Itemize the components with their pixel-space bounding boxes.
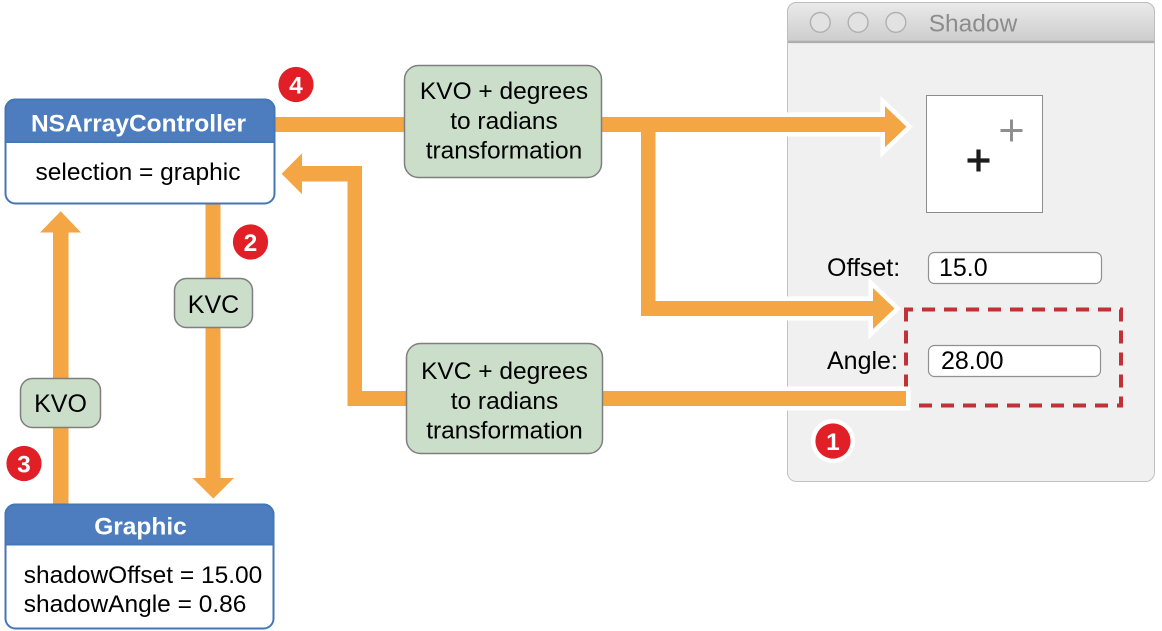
- svg-text:KVC: KVC: [188, 291, 239, 319]
- svg-text:15.0: 15.0: [939, 254, 988, 282]
- svg-text:to radians: to radians: [451, 388, 559, 415]
- svg-text:transformation: transformation: [426, 418, 583, 445]
- svg-text:selection = graphic: selection = graphic: [36, 159, 241, 186]
- svg-text:to radians: to radians: [450, 108, 558, 135]
- svg-text:Angle:: Angle:: [827, 347, 898, 375]
- svg-text:transformation: transformation: [426, 138, 583, 165]
- svg-text:3: 3: [17, 451, 31, 478]
- svg-text:2: 2: [244, 230, 258, 257]
- svg-text:NSArrayController: NSArrayController: [31, 110, 247, 137]
- svg-text:Offset:: Offset:: [827, 254, 900, 282]
- svg-text:shadowAngle = 0.86: shadowAngle = 0.86: [24, 591, 247, 618]
- svg-text:28.00: 28.00: [941, 347, 1004, 375]
- svg-text:4: 4: [289, 72, 303, 99]
- svg-text:KVO + degrees: KVO + degrees: [420, 78, 588, 105]
- svg-text:KVO: KVO: [34, 390, 87, 418]
- svg-text:1: 1: [826, 429, 840, 456]
- svg-text:Shadow: Shadow: [929, 11, 1018, 38]
- svg-text:KVC + degrees: KVC + degrees: [421, 358, 588, 385]
- svg-text:Graphic: Graphic: [94, 514, 187, 541]
- svg-text:shadowOffset = 15.00: shadowOffset = 15.00: [24, 562, 263, 589]
